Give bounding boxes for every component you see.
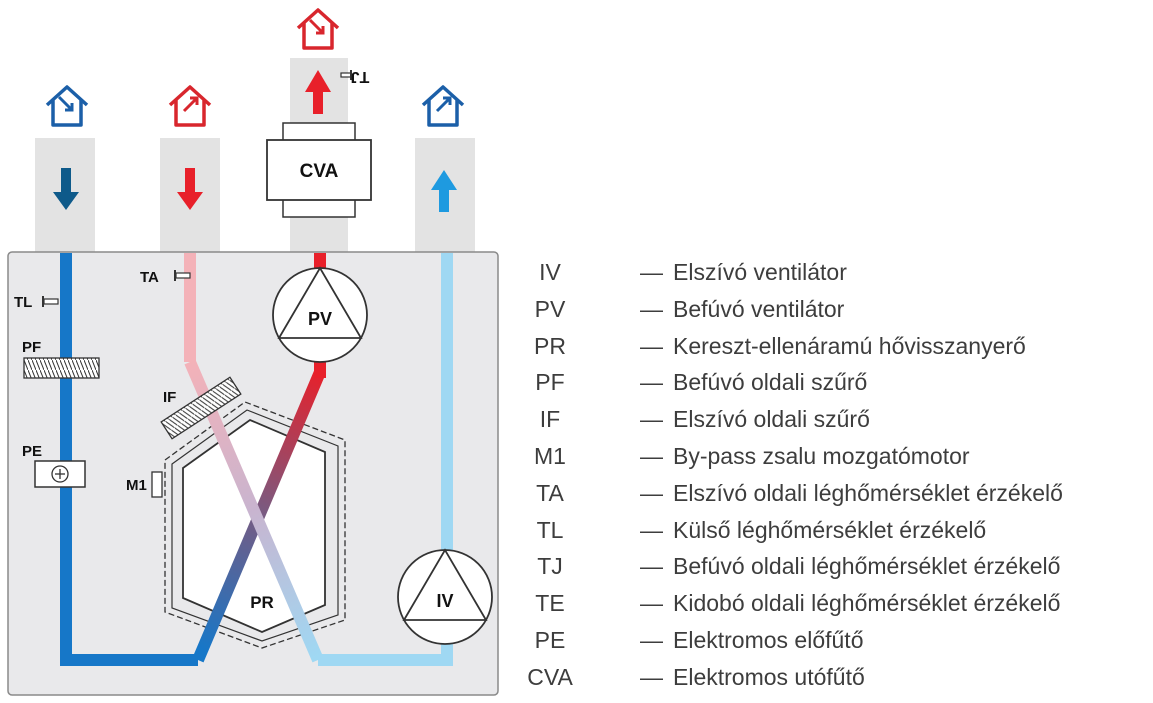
if-filter xyxy=(160,376,242,440)
legend-desc: Befúvó oldali szűrő xyxy=(673,369,868,396)
legend-dash: — xyxy=(640,295,663,322)
legend-dash: — xyxy=(640,553,663,580)
legend-dash: — xyxy=(640,369,663,396)
arrow-down-dark-blue-icon xyxy=(53,168,79,210)
cva-label: CVA xyxy=(300,161,339,182)
pf-label: PF xyxy=(22,339,41,356)
legend-desc: Elszívó oldali szűrő xyxy=(673,406,870,433)
legend-row: PR — Kereszt-ellenáramú hővisszanyerő xyxy=(515,329,1145,366)
iv-fan xyxy=(397,548,493,645)
supply-air-path-cold xyxy=(60,253,198,666)
pe-heater xyxy=(34,460,86,488)
house-icon-blue-left xyxy=(45,85,89,127)
house-icon-red-left xyxy=(168,85,212,127)
legend-code: PV xyxy=(534,295,566,322)
exhaust-air-path-light-blue xyxy=(318,253,453,666)
arrow-up-red-icon xyxy=(305,70,331,114)
legend: IV — Elszívó ventilátor PV — Befúvó vent… xyxy=(515,255,1145,697)
tl-sensor-icon xyxy=(42,296,59,307)
legend-code: PR xyxy=(534,332,566,359)
legend-row: CVA — Elektromos utófűtő xyxy=(515,660,1145,697)
ta-sensor-icon xyxy=(174,270,191,281)
legend-row: TL — Külső léghőmérséklet érzékelő xyxy=(515,513,1145,550)
legend-code: PE xyxy=(534,626,566,653)
legend-desc: Elszívó ventilátor xyxy=(673,259,847,285)
legend-dash: — xyxy=(640,479,663,506)
legend-desc: Befúvó oldali léghőmérséklet érzékelő xyxy=(673,553,1061,580)
legend-code: IV xyxy=(539,259,561,285)
house-icon-blue-right xyxy=(421,85,465,127)
legend-row: M1 — By-pass zsalu mozgatómotor xyxy=(515,439,1145,476)
legend-dash: — xyxy=(640,332,663,359)
pr-label: PR xyxy=(250,593,274,612)
cva-heater xyxy=(266,122,372,218)
legend-desc: Elszívó oldali léghőmérséklet érzékelő xyxy=(673,479,1063,506)
pv-label: PV xyxy=(308,309,332,329)
pf-filter xyxy=(23,357,100,379)
bypass-outline xyxy=(164,401,346,649)
legend-code: CVA xyxy=(527,663,573,690)
legend-dash: — xyxy=(640,590,663,617)
if-label: IF xyxy=(163,389,176,406)
legend-dash: — xyxy=(640,626,663,653)
arrow-up-light-blue-icon xyxy=(431,170,457,212)
tl-label: TL xyxy=(14,294,32,311)
legend-desc: Elektromos utófűtő xyxy=(673,663,865,690)
legend-code: TJ xyxy=(537,553,563,580)
bypass-outline-inner xyxy=(171,409,339,642)
legend-code: TL xyxy=(536,516,564,543)
pv-fan xyxy=(272,266,368,363)
legend-row: PF — Befúvó oldali szűrő xyxy=(515,365,1145,402)
legend-desc: Kidobó oldali léghőmérséklet érzékelő xyxy=(673,590,1061,617)
legend-desc: Elektromos előfűtő xyxy=(673,626,864,653)
house-icon-red-top xyxy=(296,8,340,50)
legend-code: M1 xyxy=(534,442,566,469)
legend-desc: Külső léghőmérséklet érzékelő xyxy=(673,516,987,543)
legend-desc: By-pass zsalu mozgatómotor xyxy=(673,442,970,469)
legend-code: IF xyxy=(539,406,561,433)
pe-label: PE xyxy=(22,443,42,460)
legend-row: TE — Kidobó oldali léghőmérséklet érzéke… xyxy=(515,586,1145,623)
legend-row: TJ — Befúvó oldali léghőmérséklet érzéke… xyxy=(515,549,1145,586)
ta-label: TA xyxy=(140,269,159,286)
m1-motor xyxy=(151,471,163,498)
legend-code: TE xyxy=(535,590,565,617)
legend-desc: Kereszt-ellenáramú hővisszanyerő xyxy=(673,332,1026,359)
legend-row: IV — Elszívó ventilátor xyxy=(515,255,1145,292)
legend-row: TA — Elszívó oldali léghőmérséklet érzék… xyxy=(515,476,1145,513)
iv-label: IV xyxy=(436,591,453,611)
tj-label: TJ xyxy=(351,68,370,85)
legend-dash: — xyxy=(640,259,663,285)
tj-sensor-icon xyxy=(340,70,352,80)
legend-dash: — xyxy=(640,406,663,433)
legend-row: IF — Elszívó oldali szűrő xyxy=(515,402,1145,439)
legend-dash: — xyxy=(640,516,663,543)
legend-row: PE — Elektromos előfűtő xyxy=(515,623,1145,660)
arrow-down-red-icon xyxy=(177,168,203,210)
legend-code: PF xyxy=(535,369,565,396)
legend-dash: — xyxy=(640,663,663,690)
legend-dash: — xyxy=(640,442,663,469)
legend-desc: Befúvó ventilátor xyxy=(673,295,845,322)
legend-row: PV — Befúvó ventilátor xyxy=(515,292,1145,329)
ventilation-diagram: TJ CVA PV IV PR PF IF PE xyxy=(7,8,499,696)
legend-code: TA xyxy=(536,479,564,506)
m1-label: M1 xyxy=(126,477,147,494)
